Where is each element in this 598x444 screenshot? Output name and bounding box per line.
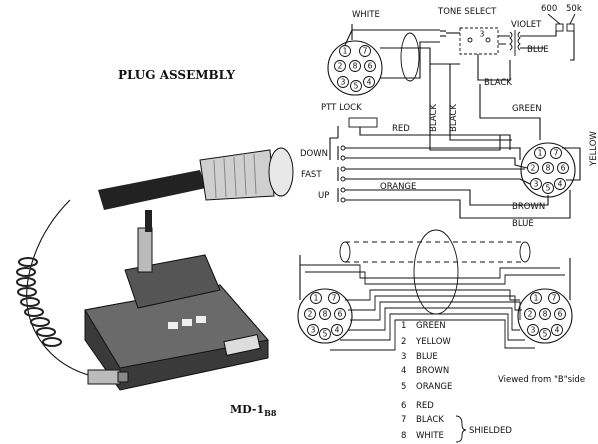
legend-num-1: 1 bbox=[401, 321, 406, 331]
label-brown: BROWN bbox=[512, 202, 545, 212]
label-black-vertical-2: BLACK bbox=[449, 104, 459, 132]
label-up: UP bbox=[318, 191, 329, 201]
label-yellow: YELLOW bbox=[589, 131, 598, 167]
bottom-right-plug bbox=[517, 288, 573, 344]
tr-pin-c: 2 bbox=[531, 164, 536, 173]
label-tone-select: TONE SELECT bbox=[437, 7, 497, 17]
legend-num-5: 5 bbox=[401, 382, 406, 392]
legend-name-6: RED bbox=[416, 401, 434, 411]
label-down: DOWN bbox=[300, 149, 328, 159]
transformer bbox=[509, 30, 521, 56]
label-black-vertical-1: BLACK bbox=[429, 104, 439, 132]
legend-num-2: 2 bbox=[401, 337, 406, 347]
legend-num-4: 4 bbox=[401, 366, 406, 376]
label-imp-600: 600 bbox=[541, 4, 557, 14]
tl-pin-f: 3 bbox=[341, 78, 346, 87]
top-left-plug-pins: 1 7 2 8 6 3 5 4 bbox=[334, 45, 376, 92]
bl-pin-e: 6 bbox=[338, 310, 343, 319]
label-imp-50k: 50k bbox=[566, 4, 582, 14]
shielded-label: SHIELDED bbox=[469, 426, 512, 436]
br-pin-a: 1 bbox=[534, 294, 539, 303]
impedance-terminals bbox=[547, 13, 576, 32]
bottom-left-plug-pins: 1 7 2 8 6 3 5 4 bbox=[304, 292, 346, 340]
tone-select-switch: 3 bbox=[440, 27, 499, 55]
br-pin-f: 3 bbox=[531, 326, 536, 335]
label-violet: VIOLET bbox=[511, 20, 542, 30]
label-red: RED bbox=[392, 124, 410, 134]
label-orange: ORANGE bbox=[380, 182, 416, 192]
legend-name-2: YELLOW bbox=[415, 337, 451, 347]
legend-name-7: BLACK bbox=[416, 415, 444, 425]
plug-assembly-title: PLUG ASSEMBLY bbox=[118, 68, 235, 82]
label-blue: BLUE bbox=[527, 45, 549, 55]
legend-name-3: BLUE bbox=[416, 352, 438, 362]
label-white: WHITE bbox=[352, 10, 380, 20]
label-fast: FAST bbox=[301, 170, 322, 180]
br-pin-g: 5 bbox=[543, 330, 548, 339]
tl-pin-b: 7 bbox=[363, 47, 368, 56]
br-pin-e: 6 bbox=[558, 310, 563, 319]
updown-switches bbox=[337, 145, 346, 203]
tl-pin-h: 4 bbox=[367, 78, 372, 87]
tr-pin-b: 7 bbox=[554, 149, 559, 158]
microphone-illustration bbox=[16, 147, 294, 391]
tl-pin-e: 6 bbox=[368, 62, 373, 71]
tr-pin-f: 3 bbox=[534, 180, 539, 189]
legend-num-8: 8 bbox=[401, 431, 406, 441]
tl-pin-g: 5 bbox=[354, 82, 359, 91]
top-schematic: 1 7 2 8 6 3 5 4 WHITE TONE SELECT VIOLET… bbox=[300, 4, 598, 229]
label-black-right: BLACK bbox=[484, 78, 512, 88]
bl-pin-f: 3 bbox=[311, 326, 316, 335]
model-base: MD-1 bbox=[230, 403, 264, 416]
top-left-plug bbox=[327, 40, 383, 96]
legend-name-1: GREEN bbox=[416, 321, 446, 331]
label-blue-bottom: BLUE bbox=[512, 219, 534, 229]
legend-num-6: 6 bbox=[401, 401, 406, 411]
bl-pin-d: 8 bbox=[323, 310, 328, 319]
bl-pin-a: 1 bbox=[314, 294, 319, 303]
legend-name-8: WHITE bbox=[416, 431, 444, 441]
shielded-brace bbox=[455, 415, 467, 443]
viewed-from-note: Viewed from "B"side bbox=[498, 375, 585, 385]
cable-diagram: 1 7 2 8 6 3 5 4 1 7 2 8 6 3 5 4 1 GREEN … bbox=[297, 229, 585, 443]
legend-name-5: ORANGE bbox=[416, 382, 452, 392]
tl-pin-a: 1 bbox=[343, 47, 348, 56]
legend-num-7: 7 bbox=[401, 415, 406, 425]
model-name: MD-1B8 bbox=[230, 403, 277, 418]
tl-pin-d: 8 bbox=[353, 62, 358, 71]
color-legend: 1 GREEN 2 YELLOW 3 BLUE 4 BROWN 5 ORANGE… bbox=[401, 321, 512, 443]
legend-num-3: 3 bbox=[401, 352, 406, 362]
top-right-plug-pins: 1 7 2 8 6 3 5 4 bbox=[527, 147, 569, 194]
bottom-left-plug bbox=[297, 288, 353, 344]
tr-pin-d: 8 bbox=[546, 164, 551, 173]
bl-pin-b: 7 bbox=[332, 294, 337, 303]
switch-number: 3 bbox=[480, 30, 485, 39]
bl-pin-h: 4 bbox=[335, 326, 340, 335]
bl-pin-c: 2 bbox=[308, 310, 313, 319]
legend-name-4: BROWN bbox=[416, 366, 449, 376]
tl-pin-c: 2 bbox=[338, 62, 343, 71]
br-pin-h: 4 bbox=[555, 326, 560, 335]
tr-pin-a: 1 bbox=[538, 149, 543, 158]
model-sub: B8 bbox=[264, 408, 277, 418]
tr-pin-g: 5 bbox=[546, 184, 551, 193]
bottom-right-plug-pins: 1 7 2 8 6 3 5 4 bbox=[524, 292, 566, 340]
tr-pin-h: 4 bbox=[558, 180, 563, 189]
label-ptt-lock: PTT LOCK bbox=[321, 103, 362, 113]
label-green: GREEN bbox=[512, 104, 542, 114]
bl-pin-g: 5 bbox=[323, 330, 328, 339]
br-pin-c: 2 bbox=[528, 310, 533, 319]
tr-pin-e: 6 bbox=[561, 164, 566, 173]
br-pin-d: 8 bbox=[543, 310, 548, 319]
br-pin-b: 7 bbox=[552, 294, 557, 303]
